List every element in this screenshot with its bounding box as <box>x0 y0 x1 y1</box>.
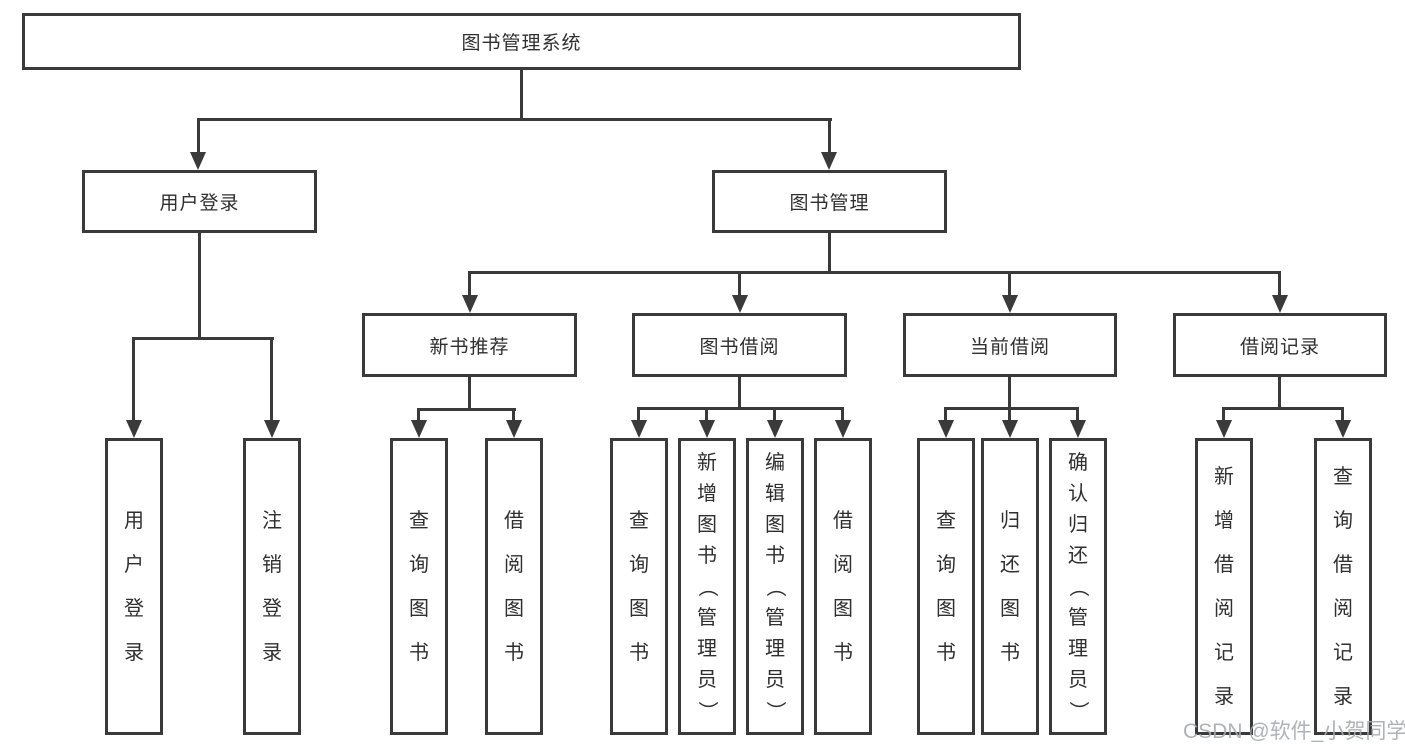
connector-line <box>1008 407 1011 421</box>
connector-line <box>468 377 471 408</box>
arrow-down-icon <box>506 420 522 438</box>
connector-line <box>468 271 471 295</box>
connector-line <box>197 118 200 154</box>
node-book-borrow: 图书借阅 <box>632 313 847 377</box>
connector-line <box>198 233 201 337</box>
arrow-down-icon <box>190 152 206 170</box>
connector-line <box>828 118 831 154</box>
leaf-borrow-books-2: 借阅图书 <box>814 438 872 735</box>
connector-line <box>520 69 523 118</box>
connector-line <box>1076 407 1079 421</box>
connector-line <box>705 407 708 421</box>
connector-line <box>132 337 135 421</box>
connector-line <box>1278 377 1281 407</box>
node-root-label: 图书管理系统 <box>461 33 582 54</box>
node-borrow-records: 借阅记录 <box>1173 313 1387 377</box>
leaf-query-borrow-record: 查询借阅记录 <box>1314 438 1372 735</box>
arrow-down-icon <box>462 295 478 313</box>
node-user-login-label: 用户登录 <box>159 193 240 214</box>
node-current-borrow: 当前借阅 <box>903 313 1117 377</box>
connector-line <box>1008 271 1011 295</box>
leaf-query-books-3: 查询图书 <box>917 438 975 735</box>
connector-line <box>828 233 831 271</box>
connector-line <box>1341 407 1344 421</box>
connector-line <box>738 377 741 407</box>
connector-line <box>512 408 515 422</box>
arrow-down-icon <box>1216 420 1232 438</box>
arrow-down-icon <box>732 295 748 313</box>
node-book-management: 图书管理 <box>712 170 947 233</box>
connector-line <box>132 337 274 340</box>
arrow-down-icon <box>821 152 837 170</box>
connector-line <box>270 337 273 421</box>
arrow-down-icon <box>767 420 783 438</box>
arrow-down-icon <box>938 420 954 438</box>
leaf-edit-book-admin: 编辑图书（管理员） <box>746 438 804 735</box>
arrow-down-icon <box>631 420 647 438</box>
connector-line <box>773 407 776 421</box>
leaf-user-login: 用户登录 <box>105 438 163 735</box>
connector-line <box>417 408 516 411</box>
node-new-book-recommend: 新书推荐 <box>362 313 577 377</box>
csdn-watermark: CSDN @软件_小贺同学 <box>1183 720 1405 743</box>
arrow-down-icon <box>1272 295 1288 313</box>
arrow-down-icon <box>411 420 427 438</box>
connector-line <box>637 407 844 410</box>
node-root: 图书管理系统 <box>22 13 1021 70</box>
leaf-borrow-books-1: 借阅图书 <box>485 438 543 735</box>
connector-line <box>637 407 640 421</box>
connector-line <box>841 407 844 421</box>
arrow-down-icon <box>835 420 851 438</box>
connector-line <box>944 407 1079 410</box>
connector-line <box>944 407 947 421</box>
node-book-borrow-label: 图书借阅 <box>699 336 780 358</box>
node-borrow-records-label: 借阅记录 <box>1239 336 1320 358</box>
arrow-down-icon <box>1070 420 1086 438</box>
node-user-login: 用户登录 <box>82 170 317 233</box>
leaf-query-books-1: 查询图书 <box>390 438 448 735</box>
leaf-confirm-return-admin: 确认归还（管理员） <box>1049 438 1107 735</box>
connector-line <box>1008 377 1011 407</box>
arrow-down-icon <box>1335 420 1351 438</box>
arrow-down-icon <box>699 420 715 438</box>
connector-line <box>1222 407 1344 410</box>
arrow-down-icon <box>264 420 280 438</box>
connector-line <box>1278 271 1281 295</box>
arrow-down-icon <box>1002 420 1018 438</box>
arrow-down-icon <box>126 420 142 438</box>
leaf-return-book: 归还图书 <box>981 438 1039 735</box>
leaf-logout: 注销登录 <box>243 438 301 735</box>
connector-line <box>197 118 832 121</box>
node-book-management-label: 图书管理 <box>789 193 870 214</box>
leaf-add-borrow-record: 新增借阅记录 <box>1195 438 1253 735</box>
leaf-add-book-admin: 新增图书（管理员） <box>678 438 736 735</box>
node-new-book-recommend-label: 新书推荐 <box>429 336 510 358</box>
node-current-borrow-label: 当前借阅 <box>969 336 1050 358</box>
connector-line <box>1222 407 1225 421</box>
connector-line <box>468 271 1281 274</box>
arrow-down-icon <box>1002 295 1018 313</box>
leaf-query-books-2: 查询图书 <box>610 438 668 735</box>
connector-line <box>738 271 741 295</box>
connector-line <box>417 408 420 422</box>
